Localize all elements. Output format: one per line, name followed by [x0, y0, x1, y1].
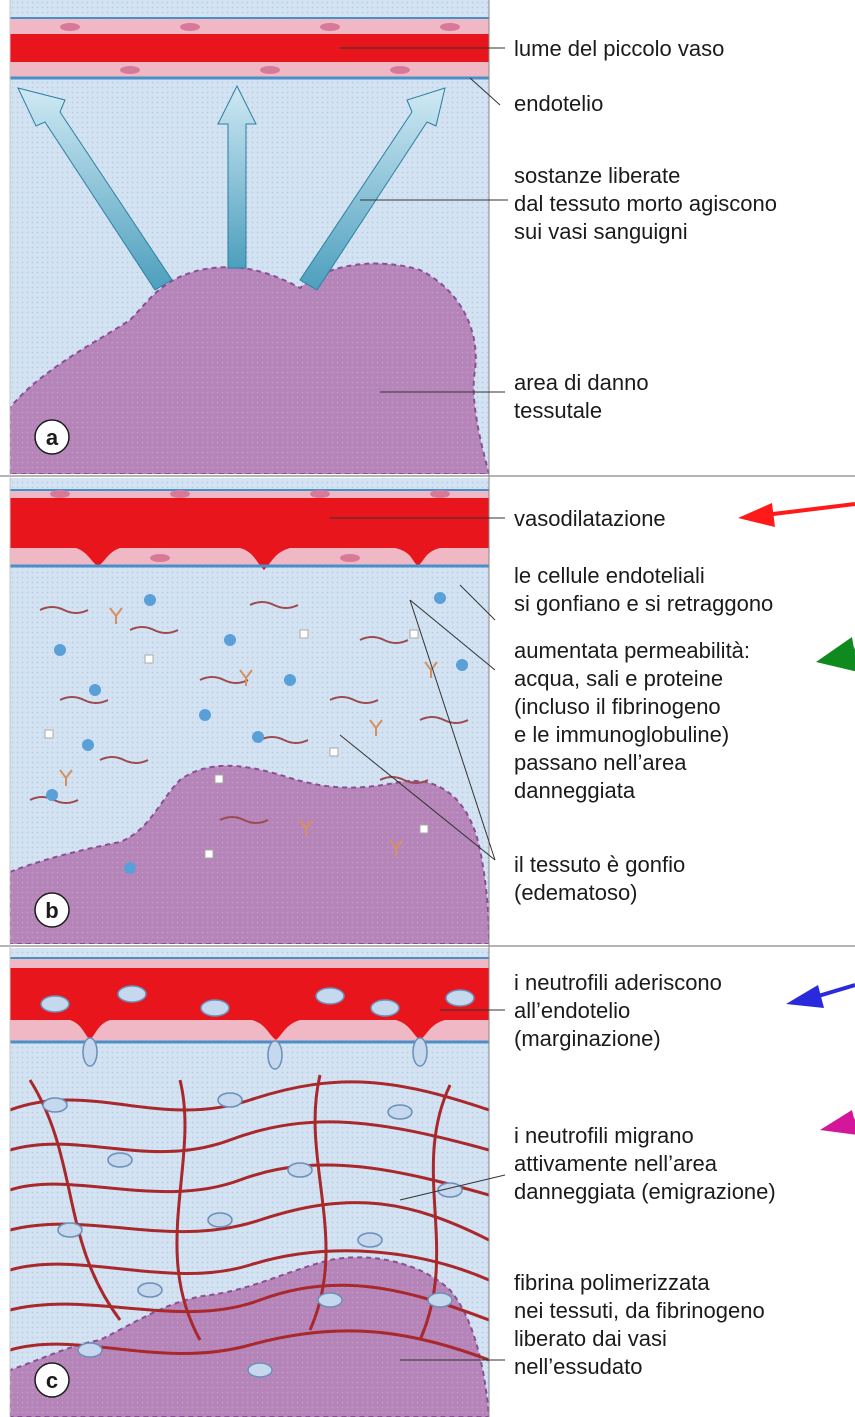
magenta-arrow-icon	[820, 1110, 855, 1135]
label-emigrazione: i neutrofili migrano attivamente nell’ar…	[514, 1123, 776, 1204]
red-arrow-icon	[738, 503, 775, 527]
label-endotelio: endotelio	[514, 91, 603, 116]
green-arrow-icon	[816, 637, 855, 672]
blue-arrow-shaft	[815, 985, 855, 997]
label-vasodilatazione: vasodilatazione	[514, 506, 666, 531]
label-permeabilita: aumentata permeabilità: acqua, sali e pr…	[514, 638, 756, 803]
label-cellule-endoteliali: le cellule endoteliali si gonfiano e si …	[514, 563, 773, 616]
label-sostanze: sostanze liberate dal tessuto morto agis…	[514, 163, 783, 244]
panel-c: c	[10, 948, 489, 1417]
panel-b-badge-text: b	[45, 898, 58, 923]
panel-c-badge-text: c	[46, 1368, 58, 1393]
label-lumen: lume del piccolo vaso	[514, 36, 724, 61]
labels: lume del piccolo vaso endotelio sostanze…	[514, 36, 783, 1379]
panel-a: a	[10, 0, 489, 474]
label-marginazione: i neutrofili aderiscono all’endotelio (m…	[514, 970, 728, 1051]
label-area-danno: area di danno tessutale	[514, 370, 655, 423]
panel-a-badge-text: a	[46, 425, 59, 450]
panel-b: b	[10, 478, 489, 944]
red-arrow-shaft	[765, 504, 855, 515]
blue-arrow-icon	[786, 985, 824, 1008]
label-tessuto-gonfio: il tessuto è gonfio (edematoso)	[514, 852, 691, 905]
label-fibrina: fibrina polimerizzata nei tessuti, da fi…	[514, 1270, 771, 1379]
